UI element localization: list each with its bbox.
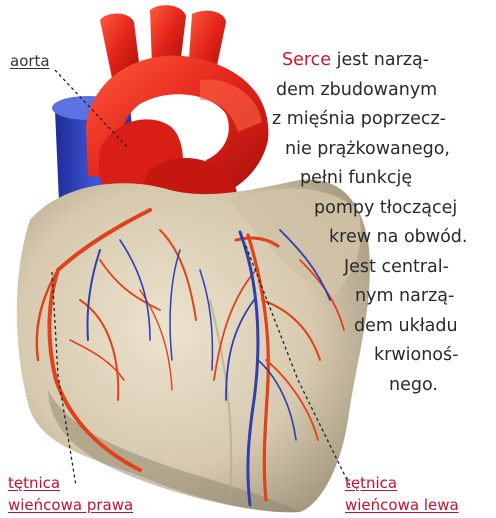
description-line: Jest central- [240,253,486,283]
description-term: Serce [282,50,331,70]
description-line: dem zbudowanym [240,76,486,106]
description-line: dem układu [240,312,486,342]
description-line: krwionoś- [240,341,486,371]
description-line: Serce jest narzą- [240,46,486,76]
description-line: nego. [240,371,486,401]
label-right-coronary-artery-line2: wieńcowa prawa [8,496,133,515]
description-line: pełni funkcję [240,164,486,194]
description-line: pompy tłoczącej [240,194,486,224]
description-line-text: jest narzą- [331,50,429,70]
description-line: krew na obwód. [240,223,486,253]
label-left-coronary-artery-line2: wieńcowa lewa [345,496,459,515]
description-line: z mięśnia poprzecz- [240,105,486,135]
label-right-coronary-artery-line1: tętnica [8,474,60,493]
label-aorta: aorta [10,52,50,71]
description-text: Serce jest narzą- dem zbudowanym z mięśn… [240,46,486,400]
label-left-coronary-artery-line1: tętnica [345,474,397,493]
description-line: nym narzą- [240,282,486,312]
description-line: nie prążkowanego, [240,135,486,165]
